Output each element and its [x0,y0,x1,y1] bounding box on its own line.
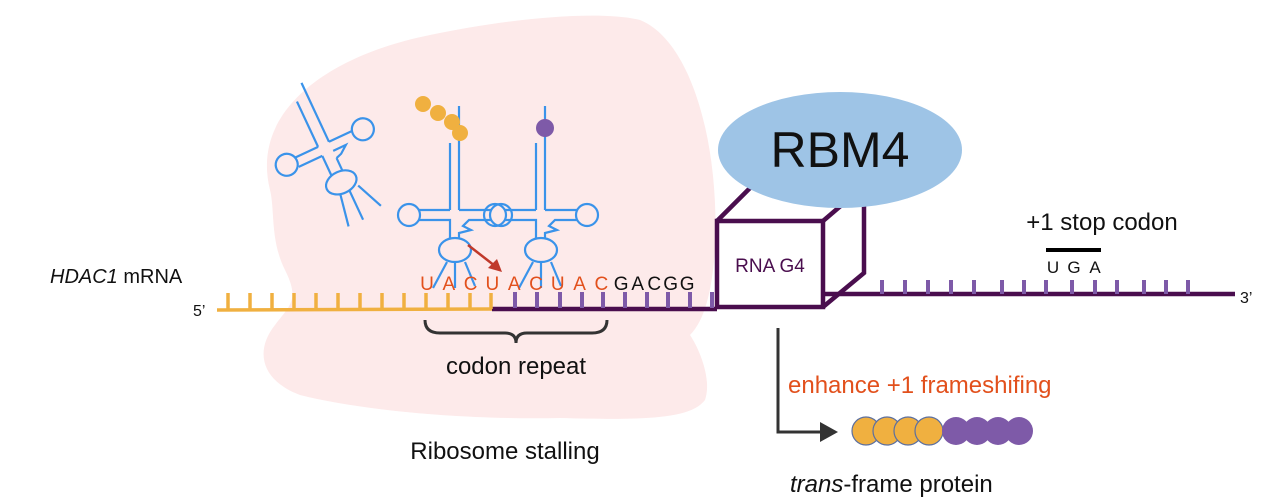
protein-residue-purple [984,417,1012,445]
amino-acid-bead [444,114,460,130]
nucleotide-letter: A [573,274,586,295]
nucleotide-letter: G [614,274,629,295]
five-prime-label: 5’ [193,303,205,320]
nucleotide-letter: C [464,274,478,295]
trna-d-loop [396,202,422,228]
nucleotide-letter: G [680,274,695,295]
mrna-label: HDAC1 mRNA [50,266,183,288]
nucleotide-letter: C [595,274,609,295]
nucleotide-letter: A [631,274,644,295]
rna-g4-label: RNA G4 [735,256,805,277]
result-arrowhead [820,422,838,442]
stop-codon-title: +1 stop codon [1026,209,1177,236]
trna-d-loop [482,202,508,228]
nucleotide-letter: A [442,274,455,295]
protein-residue-purple [942,417,970,445]
amino-acid-bead [430,105,446,121]
free-trna [274,82,382,227]
protein-residue-orange [914,416,944,446]
frameshift-arrow [467,244,496,267]
ribosome-stalling-label: Ribosome stalling [410,438,599,465]
three-prime-label: 3’ [1240,290,1252,307]
trans-frame-protein-label: trans-frame protein [790,471,993,498]
codon-repeat-label: codon repeat [446,353,586,380]
nucleotide-letter: U [420,274,434,295]
trna-a-site [482,106,600,289]
stop-codon-letter: U [1047,258,1059,277]
codon-repeat-brace [423,319,609,344]
trna-t-loop [574,202,600,228]
mrna-backbone-orange [216,307,493,312]
nucleotide-letter: C [529,274,543,295]
rbm4-label: RBM4 [771,122,910,178]
nucleotide-letter: G [663,274,678,295]
trna-t-loop [488,202,514,228]
mrna-strand [216,280,1235,312]
amino-acid-bead [415,96,431,112]
rbm4-protein [718,92,962,208]
nucleotide-letter: U [486,274,500,295]
amino-acid-bead [536,119,554,137]
nucleotide-letter: U [551,274,565,295]
nucleotide-letter: A [508,274,521,295]
stop-codon-letter: A [1089,258,1101,277]
trans-frame-protein [851,416,1033,446]
enhance-frameshifting-label: enhance +1 frameshifing [788,372,1052,399]
protein-residue-purple [1005,417,1033,445]
nucleotide-letter: C [647,274,661,295]
stop-codon-letter: G [1067,258,1080,277]
protein-residue-purple [963,417,991,445]
amino-acid-bead [452,125,468,141]
result-arrow [776,328,822,434]
frameshift-arrowhead [488,259,502,272]
